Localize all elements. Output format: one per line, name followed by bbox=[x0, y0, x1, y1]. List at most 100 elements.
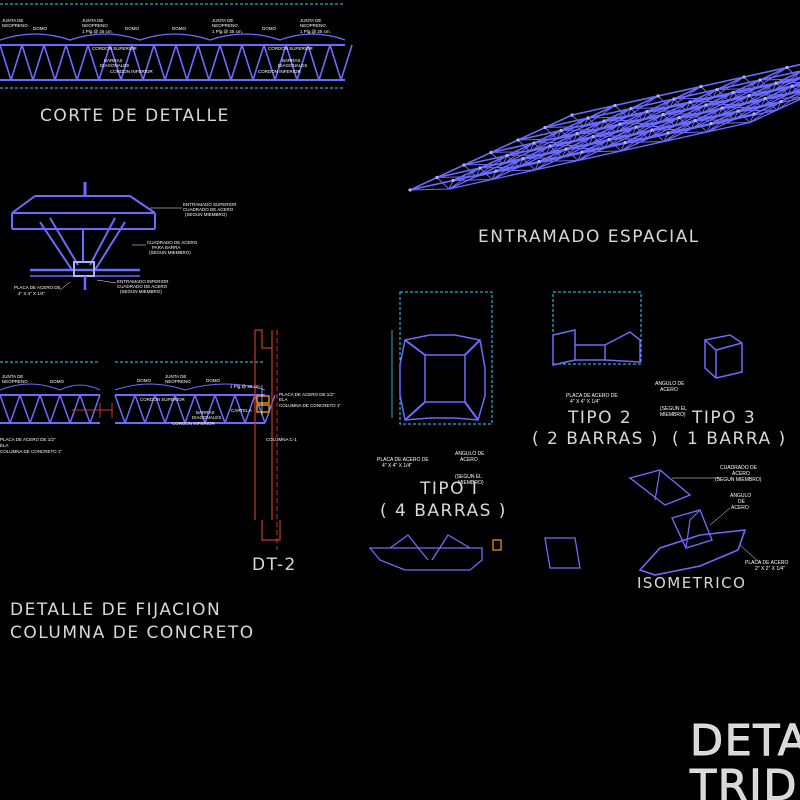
title-dt2: DT-2 bbox=[252, 555, 297, 575]
entramado-espacial-grid bbox=[408, 63, 800, 192]
title-tipo-1: TIPO I bbox=[419, 479, 478, 499]
label-cuadrado-barra: CUADRADO DE ACERO bbox=[147, 240, 198, 245]
label-t2-placa: PLACA DE ACERO DE bbox=[566, 393, 618, 399]
label-fix-columna: COLUMNA DE CONCRETO 1" bbox=[279, 403, 341, 408]
label-iso-acero: ACERO bbox=[731, 505, 749, 511]
title-tipo-3: TIPO 3 bbox=[691, 408, 756, 428]
label-t1-placa-dim: 4" X 4" X 1/4" bbox=[382, 463, 412, 469]
bottom-profiles bbox=[368, 534, 581, 571]
label-placa-node: PLACA DE ACERO DE bbox=[14, 285, 61, 290]
title-big-1: DETA bbox=[690, 716, 800, 766]
label-fix-cordon-inferior: CORDON INFERIOR bbox=[172, 421, 216, 426]
title-fijacion-2: COLUMNA DE CONCRETO bbox=[10, 623, 255, 643]
title-fijacion-1: DETALLE DE FIJACION bbox=[10, 600, 221, 620]
label-cordon-inferior-2: CORDON INFERIOR bbox=[258, 69, 302, 74]
label-fix-neopreno-1: NEOPRENO bbox=[2, 379, 28, 384]
label-diagonales-1: DIAGONALES bbox=[100, 63, 129, 68]
label-junta-3: JUNTA DE bbox=[212, 18, 233, 23]
label-neopreno-1: NEOPRENO bbox=[2, 23, 28, 28]
label-t2-segun: (SEGUN EL bbox=[660, 406, 687, 412]
label-junta-4: JUNTA DE bbox=[300, 18, 321, 23]
corte-de-detalle-truss: JUNTA DE NEOPRENO DOMO JUNTA DE NEOPRENO… bbox=[0, 3, 353, 89]
label-neopreno-4: NEOPRENO bbox=[300, 23, 326, 28]
label-cordon-inferior-1: CORDON INFERIOR bbox=[110, 69, 154, 74]
label-domo-3: DOMO bbox=[172, 26, 186, 31]
label-segun-miembro-1: (SEGUN MIEMBRO) bbox=[185, 212, 227, 217]
label-fix-ela-left: ELA bbox=[0, 443, 9, 448]
title-corte-de-detalle: CORTE DE DETALLE bbox=[40, 106, 230, 126]
label-domo-2: DOMO bbox=[125, 26, 139, 31]
label-fix-columna-left: COLUMNA DE CONCRETO 1" bbox=[0, 449, 62, 454]
label-fix-domo-1: DOMO bbox=[50, 379, 64, 384]
title-tipo-2: TIPO 2 bbox=[567, 408, 632, 428]
label-para-barra: PARA BARRA bbox=[152, 245, 180, 250]
label-fix-barras: BARRAS bbox=[196, 410, 215, 415]
label-t2-placa-dim: 4" X 4" X 1/4" bbox=[570, 399, 600, 405]
label-entramado-inferior: ENTRAMADO INFERIOR bbox=[117, 279, 169, 284]
label-diagonales-2: DIAGONALES bbox=[278, 63, 307, 68]
label-fix-junta-1: JUNTA DE bbox=[2, 374, 23, 379]
label-pulg-3: 1 Plg.@ 25 cm. bbox=[300, 29, 331, 34]
title-entramado-espacial: ENTRAMADO ESPACIAL bbox=[478, 227, 700, 247]
label-domo-4: DOMO bbox=[262, 26, 276, 31]
label-iso-cuad-acero: ACERO bbox=[732, 471, 750, 477]
label-t1-angulo: ANGULO DE bbox=[455, 451, 485, 457]
label-iso-cuad: CUADRADO DE bbox=[720, 465, 758, 471]
label-pulg-1: 1 Plg.@ 25 cm. bbox=[82, 29, 113, 34]
label-barras-1: BARRAS bbox=[104, 58, 123, 63]
node-detail bbox=[11, 182, 156, 290]
label-iso-angulo: ANGULO bbox=[730, 493, 751, 499]
label-junta-2: JUNTA DE bbox=[82, 18, 103, 23]
label-fix-columna-c1: COLUMNA C-1 bbox=[266, 437, 297, 442]
label-iso-placa: PLACA DE ACERO bbox=[745, 560, 788, 566]
label-segun-miembro-2: (SEGUN MIEMBRO) bbox=[149, 250, 191, 255]
label-t2-acero: ACERO bbox=[660, 387, 678, 393]
label-placa-node-dim: 4" X 4" X 1/4" bbox=[18, 291, 45, 296]
label-t1-acero: ACERO bbox=[460, 457, 478, 463]
label-barras-2: BARRAS bbox=[282, 58, 301, 63]
node-leader-lines bbox=[59, 207, 182, 291]
label-fix-placa: PLACA DE ACERO DE 1/2" bbox=[279, 392, 335, 397]
label-cordon-superior-2: CORDON SUPERIOR bbox=[268, 46, 314, 51]
label-entramado-superior: ENTRAMADO SUPERIOR bbox=[183, 202, 237, 207]
title-big-2: TRIDII bbox=[689, 761, 800, 800]
fixation-detail bbox=[0, 329, 281, 550]
title-isometrico: ISOMETRICO bbox=[637, 574, 746, 592]
label-neopreno-2: NEOPRENO bbox=[82, 23, 108, 28]
iso-leader-lines bbox=[672, 477, 761, 564]
label-iso-placa-dim: 2" X 2" X 1/4" bbox=[755, 566, 785, 572]
label-fix-cartela: CARTELA bbox=[231, 408, 252, 413]
label-domo-1: DOMO bbox=[33, 26, 47, 31]
label-cuadrado-acero-1: CUADRADO DE ACERO bbox=[183, 207, 234, 212]
label-fix-pulg: 1 Plg.@ 25 cm. bbox=[230, 384, 261, 389]
label-segun-miembro-3: (SEGUN MIEMBRO) bbox=[120, 289, 162, 294]
tipo-2-plate bbox=[552, 291, 642, 366]
label-fix-junta-2: JUNTA DE bbox=[165, 374, 186, 379]
label-fix-neopreno-2: NEOPRENO bbox=[165, 379, 191, 384]
label-fix-cordon-superior: CORDON SUPERIOR bbox=[140, 397, 186, 402]
label-t2-angulo: ANGULO DE bbox=[655, 381, 685, 387]
title-tipo-1-sub: ( 4 BARRAS ) bbox=[380, 501, 507, 521]
title-tipo-3-sub: ( 1 BARRA ) bbox=[672, 429, 787, 449]
label-neopreno-3: NEOPRENO bbox=[212, 23, 238, 28]
label-t1-placa: PLACA DE ACERO DE bbox=[377, 457, 429, 463]
tipo-3-plate bbox=[704, 334, 743, 379]
label-cuadrado-acero-2: CUADRADO DE ACERO bbox=[117, 284, 168, 289]
label-t1-miembro: MIEMBRO) bbox=[458, 480, 484, 486]
label-t1-segun: (SEGUN EL bbox=[455, 474, 482, 480]
label-iso-cuad-segun: (SEGUN MIEMBRO) bbox=[715, 477, 762, 483]
label-cordon-superior-1: CORDON SUPERIOR bbox=[92, 46, 138, 51]
label-fix-domo-2: DOMO bbox=[137, 378, 151, 383]
label-junta-1: JUNTA DE bbox=[2, 18, 23, 23]
label-pulg-2: 1 Plg.@ 25 cm. bbox=[212, 29, 243, 34]
label-fix-domo-3: DOMO bbox=[206, 378, 220, 383]
label-iso-de: DE bbox=[738, 499, 746, 505]
label-fix-ela: ELA bbox=[279, 397, 288, 402]
label-fix-placa-left: PLACA DE ACERO DE 1/2" bbox=[0, 437, 56, 442]
label-fix-diagonales: DIAGONALES bbox=[192, 415, 221, 420]
title-tipo-2-sub: ( 2 BARRAS ) bbox=[532, 429, 659, 449]
tipo-1-plate bbox=[391, 291, 493, 425]
label-t2-miembro: MIEMBRO) bbox=[660, 412, 686, 418]
isometric-plate bbox=[628, 469, 747, 576]
